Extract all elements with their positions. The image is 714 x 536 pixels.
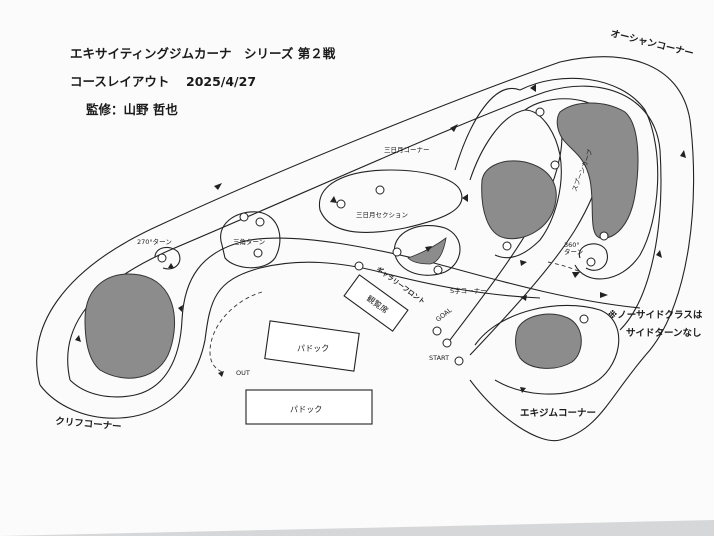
label-start: START — [429, 354, 449, 362]
center-turn-loop — [393, 224, 461, 276]
arrow — [425, 246, 432, 252]
cone — [586, 257, 596, 267]
course-title: エキサイティングジムカーナ シリーズ 第２戦 — [70, 46, 336, 61]
cone — [253, 248, 263, 258]
arrow — [520, 260, 527, 266]
cones — [157, 107, 609, 366]
direction-arrows — [75, 84, 686, 393]
label-sankaku: 三角ターン — [233, 237, 265, 246]
paddock-upper — [264, 320, 360, 372]
note-line-1: ※ノーサイドクラスは — [608, 310, 703, 321]
note-line-2: サイドターンなし — [626, 327, 702, 339]
turn360-entry — [547, 261, 581, 273]
island-left — [84, 273, 176, 379]
out-path — [209, 291, 263, 373]
label-out: OUT — [236, 369, 250, 377]
kanranseki-box — [343, 274, 409, 332]
course-subtitle: コースレイアウト — [70, 74, 169, 89]
outer-bottom-left-inner — [69, 239, 251, 398]
spoon-far-left — [454, 87, 521, 171]
cone — [550, 160, 560, 170]
cone — [433, 265, 443, 275]
island-mid — [481, 160, 557, 240]
label-mikazuki-section: 三日月セクション — [356, 211, 408, 219]
arrow — [330, 196, 337, 203]
cone — [375, 185, 385, 195]
cone — [502, 241, 512, 251]
cone — [239, 212, 249, 222]
label-mikazuki-corner: 三日月コーナー — [384, 146, 430, 154]
arrow — [572, 272, 580, 278]
outer-bottom-left — [39, 261, 381, 419]
outer-boundary — [36, 56, 695, 442]
s-corner-line — [379, 271, 541, 299]
cone — [599, 231, 609, 241]
mikazuki-loop — [318, 169, 463, 233]
label-turn270: 270°ターン — [137, 237, 172, 246]
exigym-loop — [474, 304, 620, 395]
cone — [392, 247, 402, 257]
cone — [454, 356, 464, 366]
island-exigym — [515, 313, 582, 369]
paddock-lower-label: パドック — [290, 405, 322, 414]
paddock-lower — [245, 389, 373, 425]
cone — [157, 253, 167, 263]
label-exigym: エキジムコーナー — [520, 408, 596, 419]
arrow — [462, 194, 468, 202]
cone — [255, 217, 265, 227]
arrow — [520, 295, 527, 301]
spoon-outer — [519, 77, 659, 280]
cone — [354, 261, 364, 271]
cone — [432, 326, 442, 336]
arrow — [600, 292, 608, 298]
arrow — [530, 84, 536, 92]
turn360-loop — [578, 243, 608, 271]
arrow — [218, 371, 224, 377]
arrow — [214, 183, 222, 190]
paddock-upper-label: パドック — [297, 344, 329, 353]
cone — [442, 338, 452, 348]
cone — [336, 199, 346, 209]
cone — [535, 107, 545, 117]
sankaku-loop — [220, 211, 281, 269]
arrow — [168, 263, 174, 268]
label-s-corner: S字コーナー — [450, 286, 487, 295]
label-turn360: 360°ターン — [564, 241, 583, 256]
arrow — [178, 305, 183, 312]
cone — [579, 314, 589, 324]
arrow — [680, 150, 686, 158]
arrow — [520, 387, 526, 393]
course-date: 2025/4/27 — [186, 74, 256, 89]
course-supervisor: 監修：山野 哲也 — [86, 102, 178, 117]
arrow — [656, 250, 662, 258]
turn270-loop — [154, 246, 181, 270]
arrow — [450, 124, 458, 132]
arrow — [75, 335, 81, 342]
